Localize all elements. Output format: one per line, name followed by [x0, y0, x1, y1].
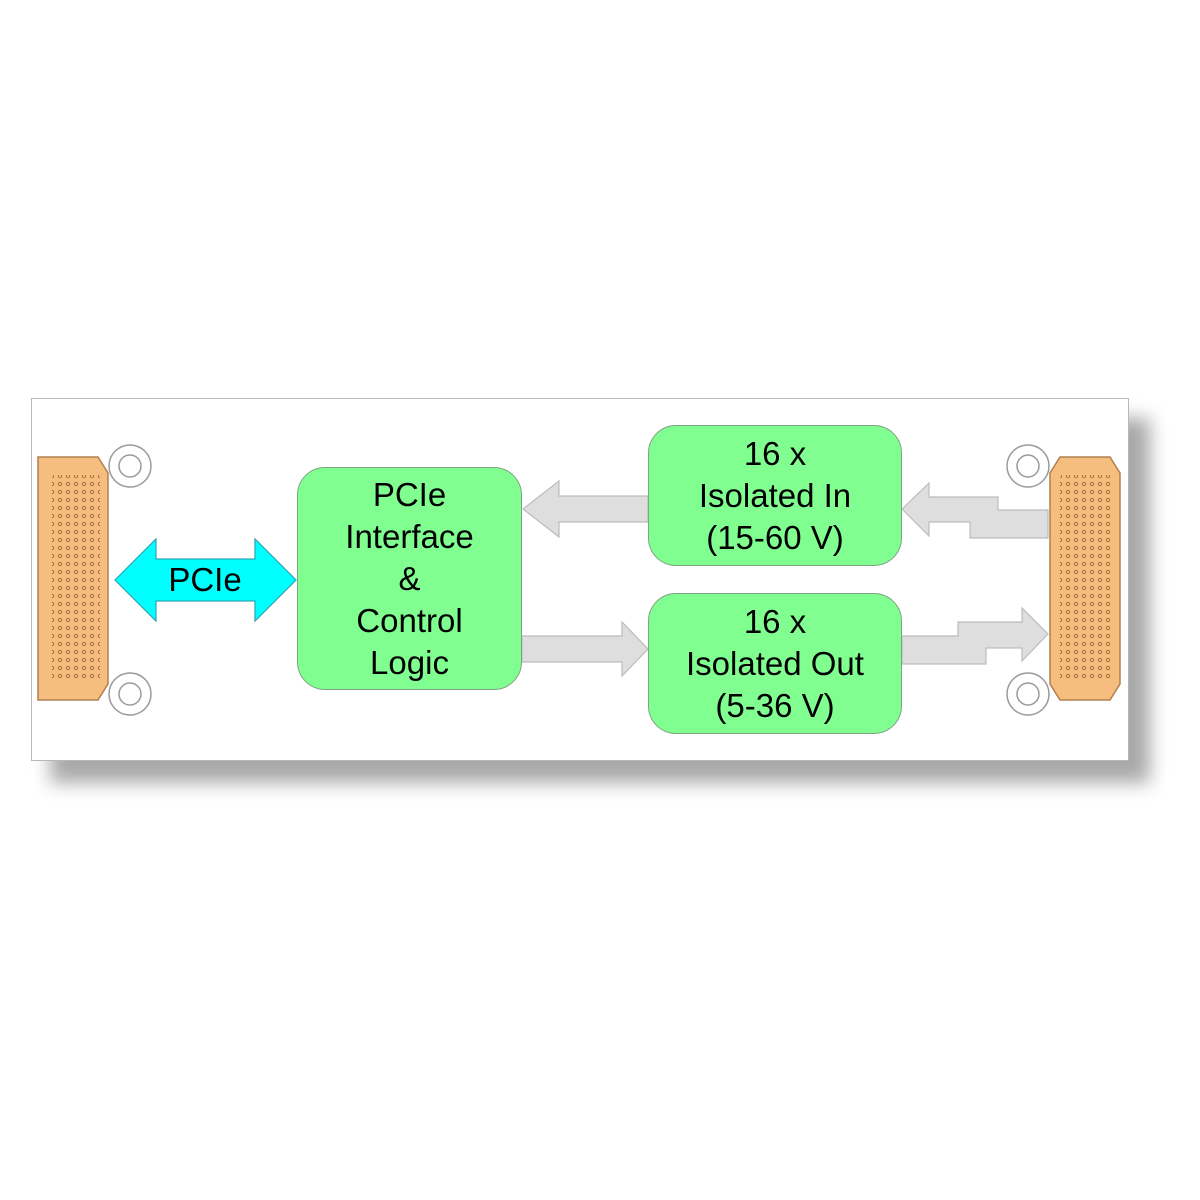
isolated-out-block: 16 x Isolated Out (5-36 V) [648, 593, 902, 734]
pcie-bus-label: PCIe [168, 561, 242, 598]
block-label-line: (5-36 V) [715, 686, 835, 724]
out-to-connector-arrow [901, 606, 1049, 665]
block-label-line: Interface [345, 517, 474, 555]
logic-to-out-arrow [521, 620, 649, 678]
block-label-line: 16 x [743, 434, 807, 472]
mounting-hole [1006, 444, 1050, 488]
block-label-line: & [398, 559, 421, 597]
pcie-interface-block: PCIe Interface & Control Logic [297, 467, 522, 690]
isolated-in-block: 16 x Isolated In (15-60 V) [648, 425, 902, 566]
right-connector [1049, 456, 1121, 701]
left-connector [37, 456, 109, 701]
block-label-line: Isolated Out [686, 644, 864, 682]
mounting-hole [108, 672, 152, 716]
block-label-line: Logic [370, 643, 449, 681]
block-label-line: PCIe [372, 475, 447, 513]
mounting-hole [1006, 672, 1050, 716]
block-label-line: Control [356, 601, 463, 639]
mounting-hole [108, 444, 152, 488]
block-label-line: 16 x [743, 602, 807, 640]
block-label-line: (15-60 V) [706, 518, 844, 556]
pcie-bus-arrow [114, 537, 297, 623]
block-label-line: Isolated In [698, 476, 852, 514]
connector-to-in-arrow [901, 481, 1049, 539]
in-to-logic-arrow [522, 479, 649, 539]
